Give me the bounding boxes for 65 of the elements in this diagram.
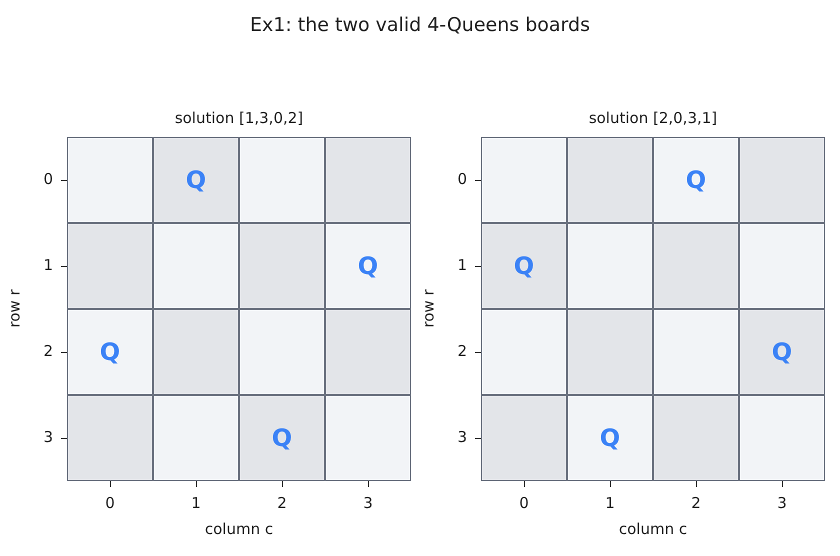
axis-tick-label: 3: [362, 496, 374, 511]
queen-mark: Q: [272, 426, 292, 450]
queen-mark: Q: [100, 340, 120, 364]
axis-tick-label: 1: [604, 496, 616, 511]
axis-tick-label: 2: [456, 344, 467, 359]
board-square: [153, 395, 239, 481]
board-square: [653, 223, 739, 309]
board-square: [567, 137, 653, 223]
board-square: [239, 395, 325, 481]
board-square: [653, 395, 739, 481]
axis-tick-label: 3: [42, 430, 53, 445]
axis-tick-label: 0: [456, 172, 467, 187]
axis-tick-label: 2: [276, 496, 288, 511]
board-square: [153, 223, 239, 309]
board-square: [239, 137, 325, 223]
axis-title: row r: [422, 288, 436, 330]
board-heading: solution [1,3,0,2]: [174, 111, 304, 126]
axis-tick-label: 1: [456, 258, 467, 273]
queen-mark: Q: [186, 168, 206, 192]
queen-mark: Q: [358, 254, 378, 278]
chess-board: [481, 137, 825, 481]
board-square: [153, 309, 239, 395]
board-square: [739, 309, 825, 395]
board-square: [481, 223, 567, 309]
axis-tick-label: 3: [776, 496, 788, 511]
board-square: [325, 309, 411, 395]
board-square: [325, 137, 411, 223]
board-square: [739, 137, 825, 223]
axis-tick-label: 0: [518, 496, 530, 511]
board-square: [739, 223, 825, 309]
axis-title: column c: [618, 522, 688, 537]
board-square: [153, 137, 239, 223]
axis-tick-label: 2: [42, 344, 53, 359]
board-square: [739, 395, 825, 481]
axis-tick-label: 0: [104, 496, 116, 511]
axis-tick-label: 3: [456, 430, 467, 445]
board-square: [481, 395, 567, 481]
axis-tick-label: 2: [690, 496, 702, 511]
board-square: [239, 223, 325, 309]
axis-tick-label: 1: [190, 496, 202, 511]
queen-mark: Q: [600, 426, 620, 450]
board-square: [567, 395, 653, 481]
board-square: [567, 309, 653, 395]
axis-tick-label: 1: [42, 258, 53, 273]
board-square: [67, 137, 153, 223]
queen-mark: Q: [514, 254, 534, 278]
board-square: [67, 223, 153, 309]
board-square: [653, 309, 739, 395]
chart-title: Ex1: the two valid 4-Queens boards: [249, 14, 591, 36]
board-square: [239, 309, 325, 395]
board-square: [325, 395, 411, 481]
board-square: [325, 223, 411, 309]
board-square: [653, 137, 739, 223]
axis-tick-label: 0: [42, 172, 53, 187]
board-square: [481, 137, 567, 223]
axis-title: column c: [204, 522, 274, 537]
board-square: [67, 309, 153, 395]
board-square: [67, 395, 153, 481]
chess-board: [67, 137, 411, 481]
queen-mark: Q: [686, 168, 706, 192]
axis-title: row r: [8, 288, 22, 330]
board-square: [481, 309, 567, 395]
queen-mark: Q: [772, 340, 792, 364]
board-heading: solution [2,0,3,1]: [588, 111, 718, 126]
board-square: [567, 223, 653, 309]
